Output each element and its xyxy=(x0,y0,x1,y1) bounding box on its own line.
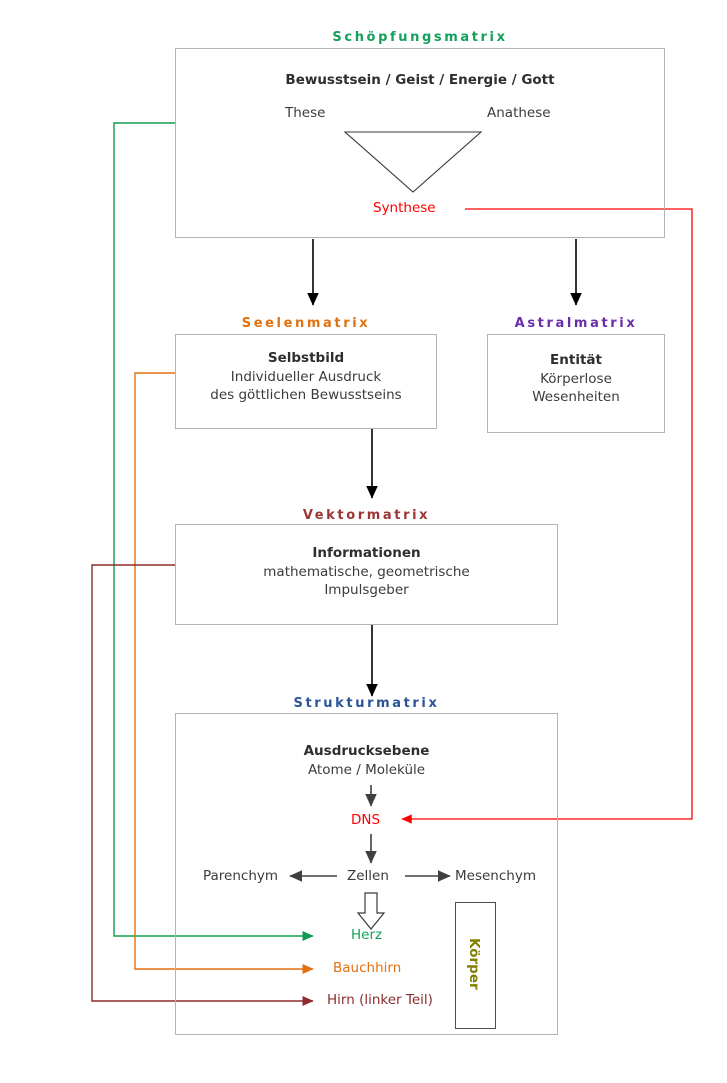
schoepfungsmatrix-heading: Bewusstsein / Geist / Energie / Gott xyxy=(285,72,555,88)
node-koerper: Körper xyxy=(466,938,482,990)
connector-vektor-to-hirn xyxy=(91,564,314,1007)
title-vektormatrix: Vektormatrix xyxy=(302,508,431,523)
box-schoepfungsmatrix: Bewusstsein / Geist / Energie / Gott xyxy=(175,48,665,238)
seelenmatrix-line-1: Individueller Ausdruck xyxy=(230,368,382,385)
box-koerper xyxy=(455,902,496,1029)
connector-synthese-to-dns xyxy=(401,208,693,824)
title-strukturmatrix: Strukturmatrix xyxy=(293,696,440,711)
seelenmatrix-content: Selbstbild Individueller Ausdruck des gö… xyxy=(176,349,436,405)
vektormatrix-content: Informationen mathematische, geometrisch… xyxy=(176,544,557,600)
box-seelenmatrix: Selbstbild Individueller Ausdruck des gö… xyxy=(175,334,437,429)
strukturmatrix-heading: Ausdrucksebene xyxy=(303,743,430,759)
vektormatrix-line-2: Impulsgeber xyxy=(324,582,409,599)
strukturmatrix-content: Ausdrucksebene Atome / Moleküle xyxy=(176,742,557,779)
node-parenchym: Parenchym xyxy=(203,868,279,884)
strukturmatrix-line-1: Atome / Moleküle xyxy=(307,761,426,778)
label-these: These xyxy=(285,105,326,121)
vektormatrix-line-1: mathematische, geometrische xyxy=(263,563,470,580)
connector-seelen-to-bauchhirn xyxy=(134,372,314,975)
title-astralmatrix: Astralmatrix xyxy=(514,316,638,331)
astralmatrix-content: Entität Körperlose Wesenheiten xyxy=(488,351,664,407)
hollow-arrow-zellen-to-herz xyxy=(356,892,386,930)
node-hirn-linker-teil: Hirn (linker Teil) xyxy=(327,992,433,1008)
astralmatrix-line-2: Wesenheiten xyxy=(532,389,620,406)
label-synthese: Synthese xyxy=(373,200,436,216)
node-zellen: Zellen xyxy=(347,868,389,884)
title-seelenmatrix: Seelenmatrix xyxy=(241,316,371,331)
box-astralmatrix: Entität Körperlose Wesenheiten xyxy=(487,334,665,433)
title-schoepfungsmatrix: Schöpfungsmatrix xyxy=(332,30,508,45)
node-bauchhirn: Bauchhirn xyxy=(333,960,402,976)
astralmatrix-heading: Entität xyxy=(550,352,602,368)
label-anathese: Anathese xyxy=(487,105,551,121)
box-vektormatrix: Informationen mathematische, geometrisch… xyxy=(175,524,558,625)
astralmatrix-line-1: Körperlose xyxy=(540,370,612,387)
node-herz: Herz xyxy=(351,927,383,943)
connector-schoepfung-to-herz xyxy=(113,122,314,942)
inverted-triangle-shape xyxy=(343,131,483,193)
box-strukturmatrix: Ausdrucksebene Atome / Moleküle xyxy=(175,713,558,1035)
node-mesenchym: Mesenchym xyxy=(455,868,536,884)
seelenmatrix-heading: Selbstbild xyxy=(267,350,345,366)
seelenmatrix-line-2: des göttlichen Bewusstseins xyxy=(210,387,402,404)
node-dns: DNS xyxy=(351,812,381,828)
vektormatrix-heading: Informationen xyxy=(312,545,421,561)
schoepfungsmatrix-heading-wrap: Bewusstsein / Geist / Energie / Gott xyxy=(176,71,664,90)
